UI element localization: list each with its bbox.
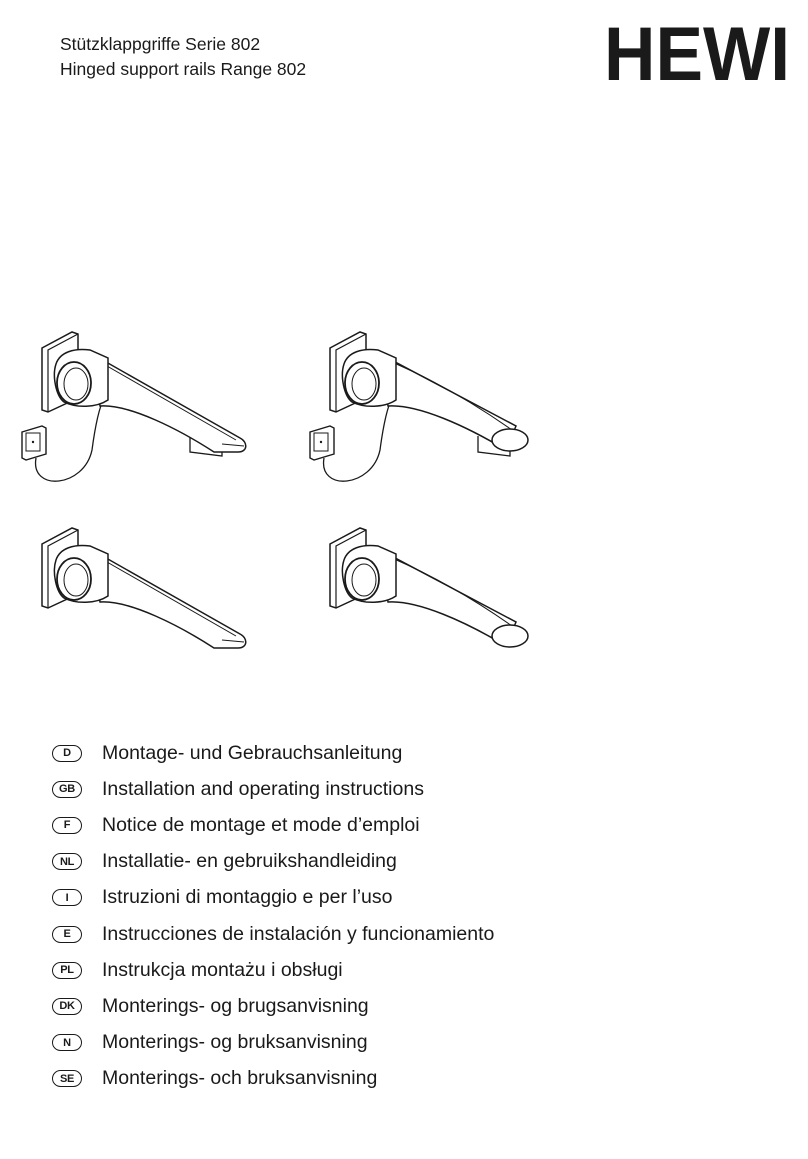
language-item-e: E Instrucciones de instalación y funcion…	[52, 916, 792, 952]
language-title: Monterings- og brugsanvisning	[102, 994, 369, 1017]
language-code-badge: PL	[52, 961, 82, 979]
language-code-badge: D	[52, 744, 82, 762]
language-code-badge: F	[52, 816, 82, 834]
language-title: Monterings- och bruksanvisning	[102, 1067, 378, 1090]
language-item-d: D Montage- und Gebrauchsanleitung	[52, 735, 792, 771]
language-item-dk: DK Monterings- og brugsanvisning	[52, 988, 792, 1024]
document-title: Stützklappgriffe Serie 802 Hinged suppor…	[60, 32, 306, 82]
rail-round-with-switch	[309, 331, 529, 482]
language-item-i: I Istruzioni di montaggio e per l’uso	[52, 880, 792, 916]
language-item-pl: PL Instrukcja montażu i obsługi	[52, 952, 792, 988]
language-title: Installation and operating instructions	[102, 777, 424, 800]
language-title: Istruzioni di montaggio e per l’uso	[102, 886, 393, 909]
language-item-gb: GB Installation and operating instructio…	[52, 771, 792, 807]
logo-text: HEWI	[604, 20, 790, 84]
rail-rectangular-with-switch	[21, 331, 247, 482]
language-code-badge: NL	[52, 853, 82, 871]
hewi-logo: HEWI	[604, 20, 790, 84]
language-item-f: F Notice de montage et mode d’emploi	[52, 807, 792, 843]
language-item-nl: NL Installatie- en gebruikshandleiding	[52, 844, 792, 880]
language-title: Instrukcja montażu i obsługi	[102, 958, 343, 981]
language-code-badge: E	[52, 925, 82, 943]
language-code-badge: N	[52, 1034, 82, 1052]
title-german: Stützklappgriffe Serie 802	[60, 34, 261, 54]
title-english: Hinged support rails Range 802	[60, 59, 307, 79]
rail-rectangular	[41, 527, 247, 649]
language-item-se: SE Monterings- och bruksanvisning	[52, 1061, 792, 1097]
language-list: D Montage- und Gebrauchsanleitung GB Ins…	[52, 735, 792, 1097]
language-title: Monterings- og bruksanvisning	[102, 1031, 368, 1054]
product-illustrations	[21, 331, 529, 649]
language-title: Montage- und Gebrauchsanleitung	[102, 741, 403, 764]
language-code-badge: DK	[52, 997, 82, 1015]
language-item-n: N Monterings- og bruksanvisning	[52, 1025, 792, 1061]
language-title: Notice de montage et mode d’emploi	[102, 813, 420, 836]
language-code-badge: GB	[52, 780, 82, 798]
language-code-badge: SE	[52, 1070, 82, 1088]
rail-round	[329, 527, 529, 648]
language-title: Instrucciones de instalación y funcionam…	[102, 922, 495, 945]
language-title: Installatie- en gebruikshandleiding	[102, 850, 397, 873]
language-code-badge: I	[52, 889, 82, 907]
